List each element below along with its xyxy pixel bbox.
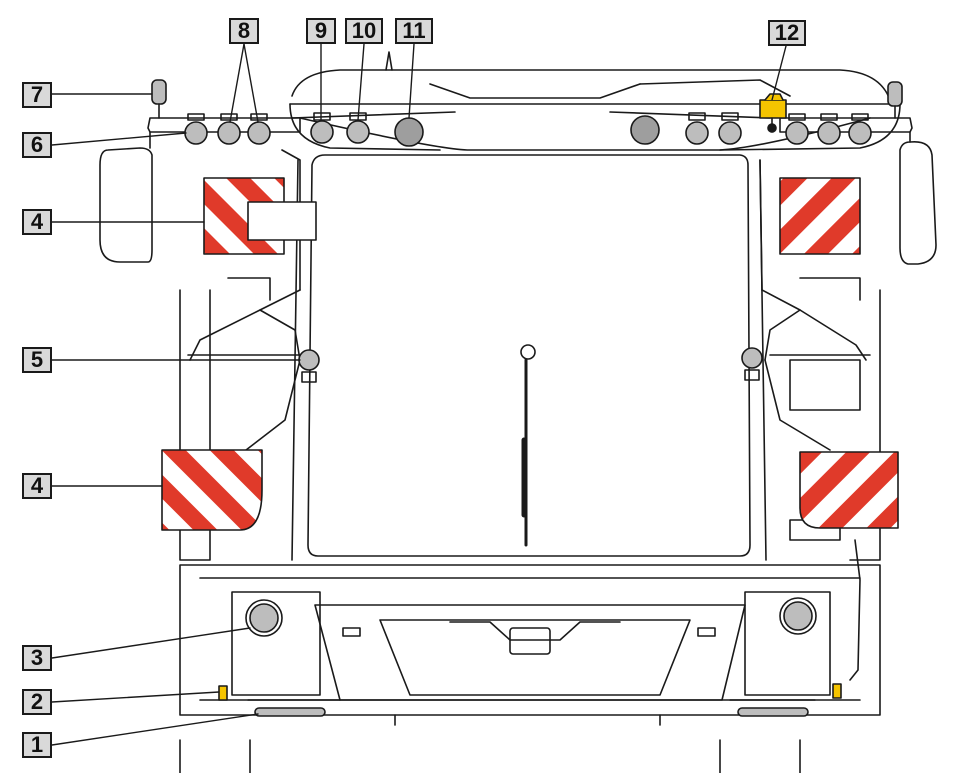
leader-lines — [51, 43, 787, 746]
plate-lights — [247, 699, 816, 717]
callout-8: 8 — [229, 18, 259, 44]
antenna — [385, 51, 393, 71]
callout-7: 7 — [22, 82, 52, 108]
center-work-lamps — [310, 112, 742, 147]
callout-3: 3 — [22, 645, 52, 671]
callout-11: 11 — [395, 18, 433, 44]
callout-1: 1 — [22, 732, 52, 758]
rear-lamps — [245, 597, 817, 637]
cab-side-lamps — [298, 347, 763, 383]
rotating-beacon — [759, 93, 787, 133]
rear-hood — [179, 564, 881, 726]
rear-wheels — [179, 739, 801, 774]
side-mirrors — [99, 131, 937, 265]
rear-window — [291, 154, 767, 561]
callout-2: 2 — [22, 689, 52, 715]
side-reflectors — [218, 683, 842, 701]
left-work-lamps — [184, 113, 271, 145]
warning-plates — [161, 177, 899, 531]
body-panels — [179, 277, 881, 681]
callout-10: 10 — [345, 18, 383, 44]
callout-4-upper: 4 — [22, 209, 52, 235]
right-work-lamps — [785, 113, 872, 145]
callout-12: 12 — [768, 20, 806, 46]
cab-frame — [187, 149, 871, 471]
callout-4-lower: 4 — [22, 473, 52, 499]
rear-wiper — [520, 344, 536, 547]
callout-9: 9 — [306, 18, 336, 44]
callout-5: 5 — [22, 347, 52, 373]
callout-6: 6 — [22, 132, 52, 158]
cab-roof — [289, 69, 901, 151]
mirror-lamps — [151, 79, 903, 119]
